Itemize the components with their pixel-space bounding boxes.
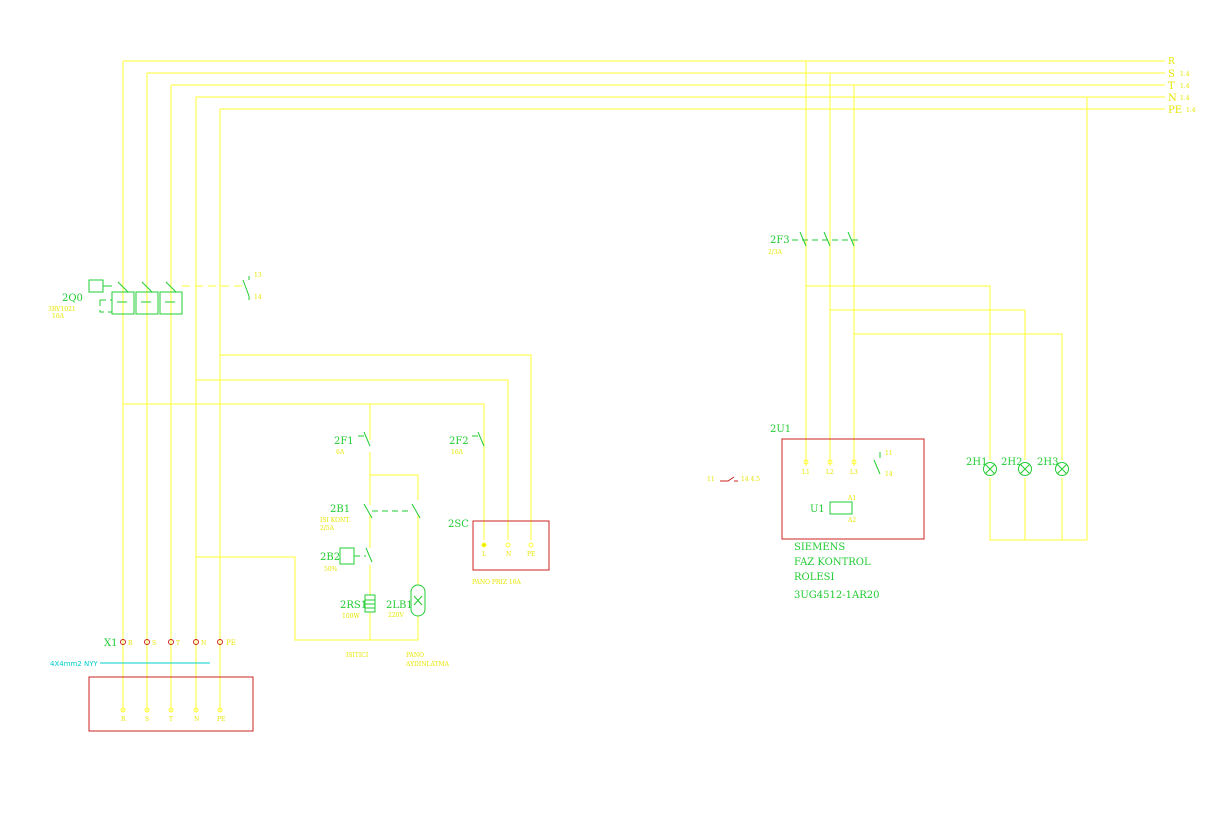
bus-ref-t: 1.4 [1180,83,1190,90]
u1-outer-tag: 2U1 [770,424,791,435]
box-pin-r: R [121,716,126,723]
u1-caption-3: ROLESI [794,572,835,583]
f2-tag: 2F2 [449,436,469,447]
box-pin-pe: PE [217,716,225,723]
breaker-2f3: 2F3 2/3A [768,231,860,256]
thermostat-2b1: 2B1 ISI KONT. 2/5A [320,503,421,532]
x1-tag: X1 [104,638,117,649]
socket-pin-l: L [482,551,486,558]
main-breaker-tag: 2Q0 [62,293,83,304]
heater-caption: ISITICI [346,652,369,659]
breaker-2f1: 2F1 6A [334,431,371,456]
indicator-lamps: 2H1 2H2 2H3 [966,457,1069,476]
u1-in-l2: L2 [826,469,834,476]
box-pin-s: S [145,716,149,723]
u1-caption-4: 3UG4512-1AR20 [794,590,879,601]
lb1-note: 220V [388,612,404,619]
lb1-tag: 2LB1 [386,600,413,611]
u1-in-l3: L3 [850,469,858,476]
bus-labels: R S T N PE 1.4 1.4 1.4 1.4 [1168,57,1196,116]
lamp-caption1: PANO [406,652,424,659]
lamp-2h3: 2H3 [1037,457,1069,476]
bus-label-t: T [1168,81,1175,92]
x1-pin-pe: PE [226,639,236,647]
u1-inner-tag: U1 [810,504,825,515]
u1-coil-a2: A2 [847,517,856,524]
b2-tag: 2B2 [320,552,340,563]
u1-caption-2: FAZ KONTROL [794,557,871,568]
x1-pin-t: T [176,640,180,647]
main-breaker-rating1: 3RV1021 [48,306,76,313]
main-aux-nc: 14 [254,294,262,301]
x1-pin-n: N [201,640,206,647]
lamp-2h2: 2H2 [1001,457,1032,476]
socket-pin-pe: PE [527,551,535,558]
b1-note2: 2/5A [320,525,335,532]
u1-ref-right: 14 4.5 [741,476,760,483]
box-pin-n: N [194,716,199,723]
h1-tag: 2H1 [966,457,987,468]
main-aux-no: 13 [254,272,262,279]
socket-caption: PANO PRIZ 16A [472,579,522,586]
f1-rating: 6A [336,449,345,456]
socket-pin-n: N [506,551,511,558]
bus-label-n: N [1168,93,1177,104]
b1-note1: ISI KONT. [320,517,350,524]
lamp-feed-wires [806,285,1087,541]
hygrostat-2b2: 2B2 50% [320,547,373,573]
breaker-2f2: 2F2 16A [449,431,485,456]
main-breaker-2q0: 2Q0 3RV1021 16A 13 14 [48,272,262,320]
x1-pin-r: R [128,640,133,647]
f1-tag: 2F1 [334,436,354,447]
resistor-2rs1: 2RS1 100W ISITICI [340,594,376,659]
bus-label-pe: PE [1168,105,1182,116]
u1-contact-14: 14 [885,471,893,478]
u1-contact-11: 11 [885,450,893,457]
socket-2sc: 2SC L N PE PANO PRIZ 16A [448,519,550,586]
bus-ref-pe: 1.4 [1186,107,1196,114]
f3-rating: 2/3A [768,249,783,256]
u1-in-l1: L1 [802,469,810,476]
socket-tag: 2SC [448,519,469,530]
busbar-wires [122,60,1165,712]
box-pin-t: T [169,716,173,723]
bus-ref-n: 1.4 [1180,95,1190,102]
internal-wires [123,354,532,641]
bus-label-r: R [1168,57,1175,67]
f2-rating: 16A [451,449,464,456]
bus-label-s: S [1168,69,1175,80]
b1-tag: 2B1 [330,504,350,515]
u1-caption-1: SIEMENS [794,542,845,553]
h2-tag: 2H2 [1001,457,1022,468]
lamp-2h1: 2H1 [966,457,997,476]
cable-spec: 4X4mm2 NYY [50,660,99,668]
x1-pin-s: S [152,640,156,647]
bus-ref-s: 1.4 [1180,71,1190,78]
lamp-caption2: AYDINLATMA [405,661,450,668]
rs1-tag: 2RS1 [340,600,367,611]
lamp-2lb1: 2LB1 220V PANO AYDINLATMA [386,584,450,668]
h3-tag: 2H3 [1037,457,1058,468]
main-breaker-rating2: 16A [52,313,65,320]
rs1-note: 100W [342,613,360,620]
u1-coil-a1: A1 [847,495,856,502]
b2-note: 50% [324,566,338,573]
phase-relay-2u1: 2U1 L1 L2 L3 11 14 U1 A1 A2 11 14 4.5 SI… [707,424,925,601]
f3-tag: 2F3 [770,235,790,246]
u1-ref-left: 11 [707,476,715,483]
terminal-x1: X1 R S T N PE 4X4mm2 NYY R S T N PE [50,638,254,732]
